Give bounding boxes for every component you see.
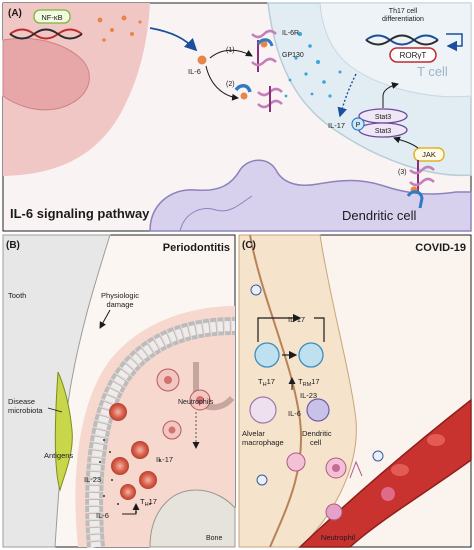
step1-arrow [209, 49, 253, 59]
secretion-arrow [149, 27, 198, 52]
il17-dots [284, 32, 342, 98]
il6-label-a: IL-6 [188, 67, 201, 76]
step2-arrow [205, 65, 239, 101]
panel-b-tag: (B) [6, 240, 20, 251]
jak-badge [413, 147, 445, 162]
tooth-label: Tooth [8, 291, 26, 300]
panel-c: (C) COVID-19 IL-17 TH17 TRM17 IL-23 IL-6… [238, 234, 472, 548]
neutrophil-label-c: Neutrophil [321, 533, 356, 542]
stat3-to-nucleus-arrow [382, 82, 399, 108]
physio-label-2: damage [106, 300, 133, 309]
gp130-receptor-2 [257, 86, 283, 112]
il6-arrow-b [122, 503, 140, 515]
rorgt-label: RORγT [400, 51, 427, 60]
trans-presentation-complex [406, 160, 435, 209]
neutrophils-label-b: Neutrophils [178, 399, 214, 406]
inflammatory-cells-b [109, 403, 157, 500]
jak-label: JAK [422, 150, 436, 159]
dendritic-cell-label: Dendritic cell [342, 208, 417, 223]
panel-a: NF-κB T cell Th17 cell differentiation R… [2, 2, 472, 232]
il17-label-b: IL-17 [156, 455, 173, 464]
il6r-label: IL-6R [282, 30, 299, 37]
disease-label-1: Disease [8, 397, 35, 406]
nfkb-badge [33, 9, 71, 24]
th-to-il17-arrow [257, 313, 302, 342]
bone-label: Bone [206, 535, 222, 542]
epithelial-lining [249, 234, 302, 548]
alveolar-bone [149, 489, 236, 548]
netosis-marks [349, 460, 363, 479]
dna-helix-left [9, 28, 83, 40]
step3-label: (3) [398, 169, 407, 176]
t-cell-label: T cell [417, 64, 448, 79]
neutrophils-b [156, 368, 211, 440]
panel-a-tag: (A) [8, 8, 22, 19]
th17-diff-line2: differentiation [382, 16, 424, 23]
rorgt-arrow [446, 33, 463, 52]
soluble-il6r [234, 84, 252, 100]
phospho-label: P [356, 122, 361, 129]
il23-label-b: IL-23 [84, 475, 101, 484]
trm17-cell-c [298, 342, 324, 368]
panel-b-title: Periodontitis [163, 242, 230, 254]
panel-b: Bone Neutrophils (B) Periodontitis Tooth [2, 234, 236, 548]
il6-label-b: IL-6 [96, 511, 109, 520]
dendritic-label-2-c: cell [310, 438, 322, 447]
dendritic-label-1-c: Dendritic [302, 429, 332, 438]
physio-arrow [99, 309, 111, 329]
stat3-bottom-label: Stat3 [375, 128, 391, 135]
il17-label-c: IL-17 [288, 315, 305, 324]
physio-label-1: Physiologic [101, 291, 139, 300]
neutrophils-c [286, 452, 347, 521]
alveolar-label-1: Alvelar [242, 429, 265, 438]
panel-a-title: IL-6 signaling pathway [10, 206, 150, 221]
alveolar-label-2: macrophage [242, 438, 284, 447]
alveolar-macrophage [249, 396, 277, 424]
trm17-label-c: TRM17 [298, 377, 320, 388]
th17-label-c: TH17 [258, 377, 275, 388]
epithelium-inner [89, 321, 236, 548]
th17-label-b: TH17 [140, 497, 157, 508]
stat3-top-label: Stat3 [375, 114, 391, 121]
virus-particles [250, 284, 384, 486]
il17-label-a: IL-17 [328, 121, 345, 130]
trm-to-il17-line [314, 317, 325, 342]
dendritic-cell-body [149, 159, 472, 232]
jak-arrow [393, 136, 419, 149]
disease-leader [47, 407, 63, 413]
disease-label-2: microbiota [8, 406, 43, 415]
blood-vessel-c [298, 398, 472, 548]
il6r-gp130-complex [251, 29, 277, 72]
phospho-badge [351, 117, 365, 131]
th17-diff-line1: Th17 cell [389, 8, 418, 15]
host-nucleus [2, 37, 90, 111]
rbc-c [381, 434, 445, 501]
step2-label: (2) [226, 81, 235, 88]
disease-biofilm [54, 371, 73, 492]
antigens-label: Antigens [44, 451, 73, 460]
dendritic-cell-process [179, 195, 253, 232]
dendritic-cell-c [306, 398, 330, 422]
il17-arrow [337, 73, 357, 118]
th17-cell-c [254, 342, 280, 368]
dna-helix-right [365, 34, 439, 46]
il6-label-c: IL-6 [288, 409, 301, 418]
panel-c-tag: (C) [242, 240, 256, 251]
gp130-label: GP130 [282, 52, 304, 59]
panel-c-title: COVID-19 [415, 242, 466, 254]
il23-label-c: IL-23 [300, 391, 317, 400]
rorgt-badge [389, 47, 437, 63]
host-secretion-dots [97, 15, 142, 42]
nfkb-label: NF-κB [41, 13, 62, 22]
il6-ligand [197, 55, 207, 65]
